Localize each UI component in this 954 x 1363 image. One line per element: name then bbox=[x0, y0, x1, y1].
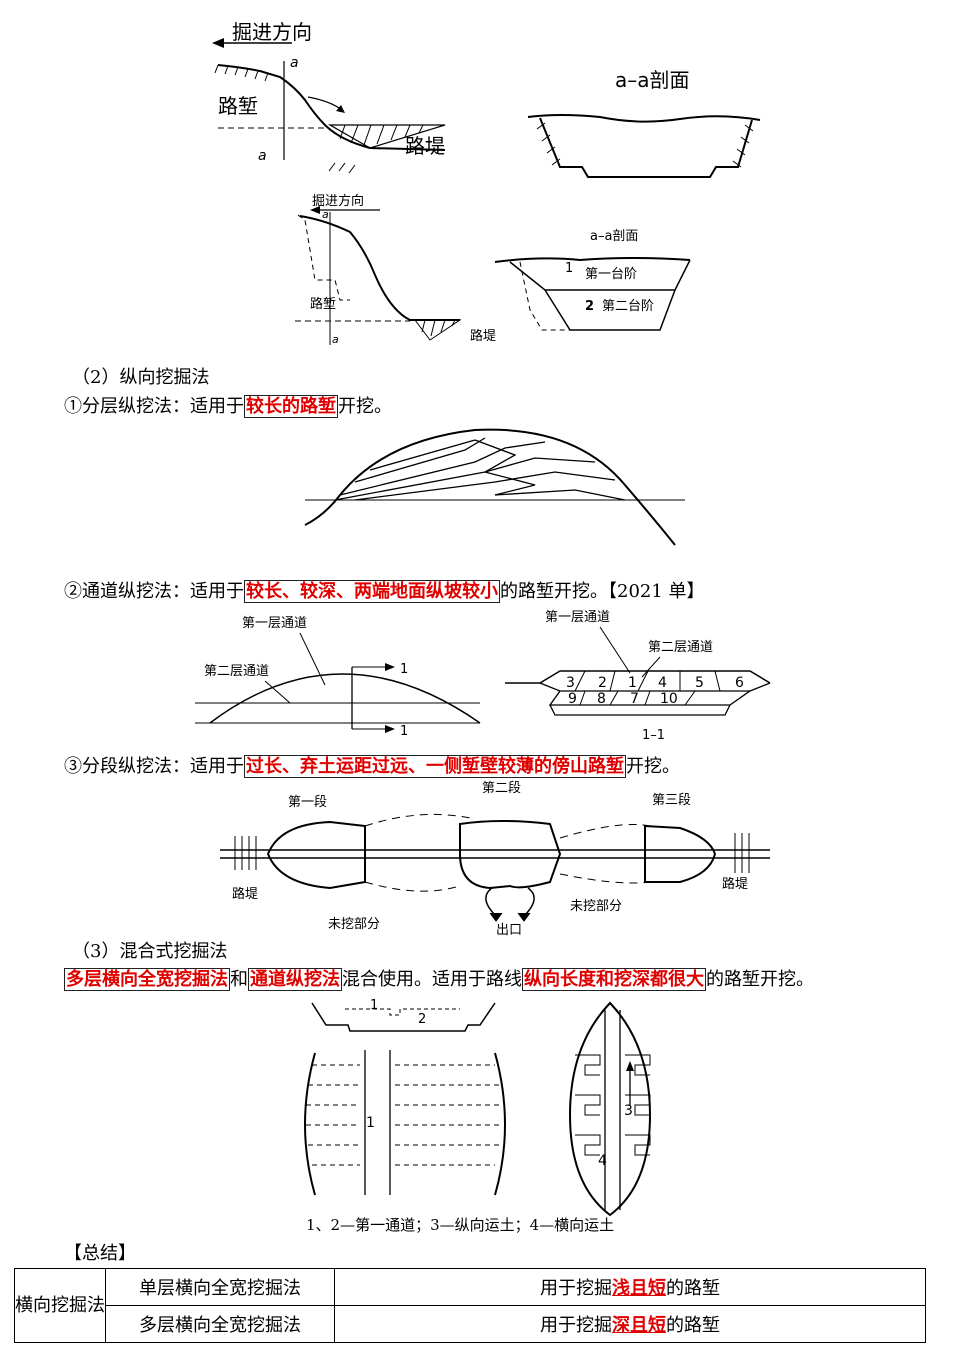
svg-text:5: 5 bbox=[695, 675, 704, 691]
svg-text:10: 10 bbox=[660, 691, 678, 707]
table-row: 横向挖掘法 单层横向全宽挖掘法 用于挖掘浅且短的路堑 bbox=[14, 1268, 926, 1343]
figure-layered-longitudinal bbox=[304, 428, 685, 546]
usage-cell: 用于挖掘深且短的路堑 bbox=[334, 1305, 926, 1343]
svg-text:2: 2 bbox=[598, 675, 607, 691]
svg-text:第三段: 第三段 bbox=[652, 793, 691, 808]
svg-text:第二台阶: 第二台阶 bbox=[602, 299, 654, 314]
svg-text:第一台阶: 第一台阶 bbox=[585, 267, 637, 282]
svg-text:a–a剖面: a–a剖面 bbox=[590, 229, 638, 244]
svg-text:第二段: 第二段 bbox=[482, 781, 521, 796]
svg-text:a: a bbox=[290, 55, 299, 71]
svg-text:8: 8 bbox=[597, 691, 606, 707]
svg-text:路堤: 路堤 bbox=[470, 328, 496, 344]
fill-label: 路堤 bbox=[405, 134, 445, 158]
svg-text:第一层通道: 第一层通道 bbox=[545, 610, 610, 625]
section-label: a–a剖面 bbox=[615, 68, 690, 92]
figure-mixed-excavation: 1 2 1 3 4 bbox=[304, 998, 652, 1217]
method-mixed-description: 多层横向全宽挖掘法和通道纵挖法混合使用。适用于路线纵向长度和挖深都很大的路堑开挖… bbox=[64, 968, 814, 991]
svg-text:路堤: 路堤 bbox=[722, 876, 748, 892]
svg-text:a: a bbox=[258, 148, 267, 164]
svg-text:7: 7 bbox=[630, 691, 639, 707]
svg-text:3: 3 bbox=[566, 675, 575, 691]
svg-text:1–1: 1–1 bbox=[642, 728, 665, 743]
summary-table: 横向挖掘法 单层横向全宽挖掘法 用于挖掘浅且短的路堑 多层横向全宽挖掘法 用于挖… bbox=[14, 1268, 926, 1343]
svg-text:路堑: 路堑 bbox=[310, 296, 336, 312]
svg-text:第二层通道: 第二层通道 bbox=[648, 640, 713, 655]
svg-text:9: 9 bbox=[568, 691, 577, 707]
svg-text:4: 4 bbox=[658, 675, 667, 691]
svg-text:掘进方向: 掘进方向 bbox=[312, 193, 364, 209]
summary-heading: 【总结】 bbox=[64, 1243, 136, 1264]
figure-lateral-excavation-1: 掘进方向 a a 路堑 路堤 a–a剖面 bbox=[212, 20, 761, 178]
svg-text:1: 1 bbox=[565, 261, 573, 276]
svg-text:1: 1 bbox=[628, 675, 637, 691]
svg-text:出口: 出口 bbox=[496, 923, 522, 938]
svg-text:1: 1 bbox=[400, 662, 408, 677]
method-segmented-longitudinal: ③分段纵挖法：适用于过长、弃土运距过远、一侧堑壁较薄的傍山路堑开挖。 bbox=[64, 755, 680, 778]
svg-text:第一段: 第一段 bbox=[288, 795, 327, 810]
figure-segmented-longitudinal: 第一段 第二段 第三段 路堤 路堤 未挖部分 未挖部分 出口 bbox=[220, 781, 770, 938]
svg-text:1: 1 bbox=[370, 998, 378, 1013]
method-cell: 单层横向全宽挖掘法 bbox=[105, 1268, 335, 1306]
svg-text:1: 1 bbox=[366, 1115, 375, 1131]
svg-text:1: 1 bbox=[400, 724, 408, 739]
usage-cell: 用于挖掘浅且短的路堑 bbox=[334, 1268, 926, 1306]
section-heading-mixed: （3）混合式挖掘法 bbox=[72, 941, 228, 962]
method-channel-longitudinal: ②通道纵挖法：适用于较长、较深、两端地面纵坡较小的路堑开挖。【2021 单】 bbox=[64, 580, 705, 603]
svg-text:2: 2 bbox=[418, 1012, 426, 1027]
svg-text:6: 6 bbox=[735, 675, 744, 691]
group-cell: 横向挖掘法 bbox=[14, 1268, 106, 1343]
method-cell: 多层横向全宽挖掘法 bbox=[105, 1305, 335, 1343]
svg-text:路堤: 路堤 bbox=[232, 886, 258, 902]
svg-text:2: 2 bbox=[585, 299, 594, 314]
svg-text:4: 4 bbox=[598, 1153, 607, 1169]
dig-direction-label: 掘进方向 bbox=[232, 20, 312, 44]
figure-channel-longitudinal: 第一层通道 第二层通道 1 1 第一层通道 第二层通道 3 2 1 4 5 6 … bbox=[195, 610, 771, 743]
svg-text:第一层通道: 第一层通道 bbox=[242, 616, 307, 631]
svg-text:未挖部分: 未挖部分 bbox=[570, 899, 622, 914]
figure-caption: 1、2—第一通道；3—纵向运土；4—横向运土 bbox=[306, 1216, 615, 1234]
table-row: 多层横向全宽挖掘法 用于挖掘深且短的路堑 bbox=[15, 1305, 926, 1343]
cut-label: 路堑 bbox=[218, 94, 258, 118]
figure-lateral-excavation-2: 掘进方向 a 路堑 路堤 a a–a剖面 1 第一台阶 2 第二台阶 bbox=[295, 193, 691, 346]
method-layered-longitudinal: ①分层纵挖法：适用于较长的路堑开挖。 bbox=[64, 395, 392, 418]
section-heading-longitudinal: （2）纵向挖掘法 bbox=[72, 367, 210, 388]
svg-text:3: 3 bbox=[624, 1103, 633, 1119]
svg-text:未挖部分: 未挖部分 bbox=[328, 917, 380, 932]
svg-text:第二层通道: 第二层通道 bbox=[204, 664, 269, 679]
svg-text:a: a bbox=[332, 333, 339, 346]
svg-text:a: a bbox=[322, 208, 329, 221]
